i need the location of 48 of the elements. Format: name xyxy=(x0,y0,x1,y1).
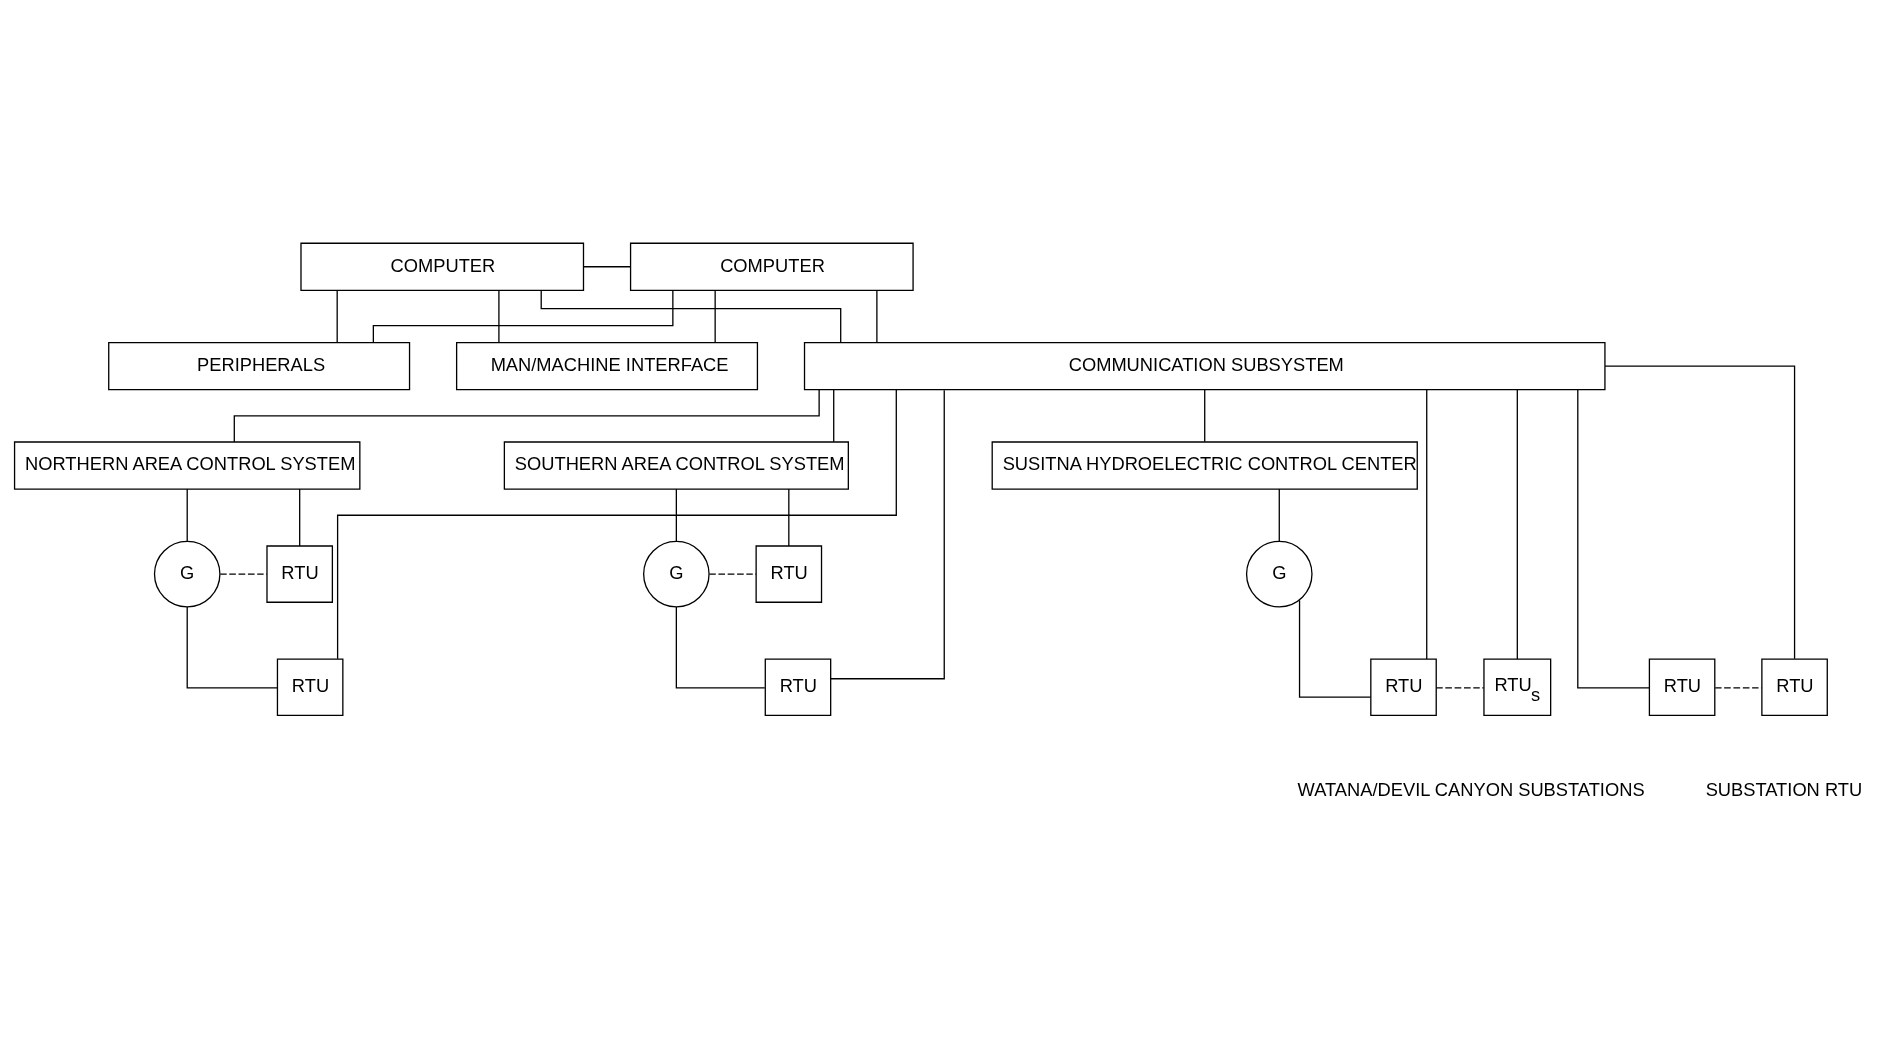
node-box: COMPUTER xyxy=(629,242,914,291)
connector xyxy=(1516,388,1518,660)
node-box: COMPUTER xyxy=(300,242,585,291)
node-box: SOUTHERN AREA CONTROL SYSTEM xyxy=(503,440,849,490)
node-circle: G xyxy=(153,540,221,607)
connector xyxy=(1278,487,1280,542)
node-box: RTU xyxy=(266,544,334,603)
connector xyxy=(1426,388,1428,660)
connector xyxy=(219,572,268,575)
connector xyxy=(1435,686,1485,689)
label: SUBSTATION RTU xyxy=(1705,778,1863,800)
connector xyxy=(540,289,842,343)
node-box: RTU xyxy=(1370,657,1437,716)
connector xyxy=(675,605,766,689)
node-box: RTU xyxy=(764,657,832,716)
node-box: RTU xyxy=(1648,657,1716,716)
connector xyxy=(714,289,716,343)
node-box: COMMUNICATION SUBSYSTEM xyxy=(803,341,1606,390)
node-box: RTU xyxy=(755,544,823,603)
node-box: NORTHERN AREA CONTROL SYSTEM xyxy=(13,440,361,490)
connector xyxy=(583,265,631,267)
connector xyxy=(299,487,301,547)
node-box: MAN/MACHINE INTERFACE xyxy=(455,341,759,390)
node-box: PERIPHERALS xyxy=(108,341,411,390)
connector xyxy=(833,388,835,442)
connector xyxy=(1714,686,1763,689)
node-box: RTU xyxy=(276,657,344,716)
connector xyxy=(675,487,677,542)
node-box: SUSITNA HYDROELECTRIC CONTROL CENTER xyxy=(991,440,1418,490)
connector xyxy=(788,487,790,547)
connector xyxy=(876,289,878,343)
connector xyxy=(336,388,897,659)
node-label: WATANA/DEVIL CANYON SUBSTATIONS xyxy=(1297,778,1645,800)
connector xyxy=(372,289,674,343)
connector xyxy=(186,487,188,542)
connector xyxy=(233,388,820,443)
connector xyxy=(1298,599,1372,698)
node-circle: G xyxy=(1245,540,1313,607)
connector xyxy=(186,605,278,689)
connector xyxy=(708,572,757,575)
connector xyxy=(336,289,338,343)
connector xyxy=(1577,388,1650,689)
connector xyxy=(830,389,945,679)
connector xyxy=(1604,365,1796,659)
connector xyxy=(1204,388,1206,442)
node-box: RTU xyxy=(1761,657,1828,716)
connector xyxy=(498,289,500,343)
node-circle: G xyxy=(643,540,710,607)
